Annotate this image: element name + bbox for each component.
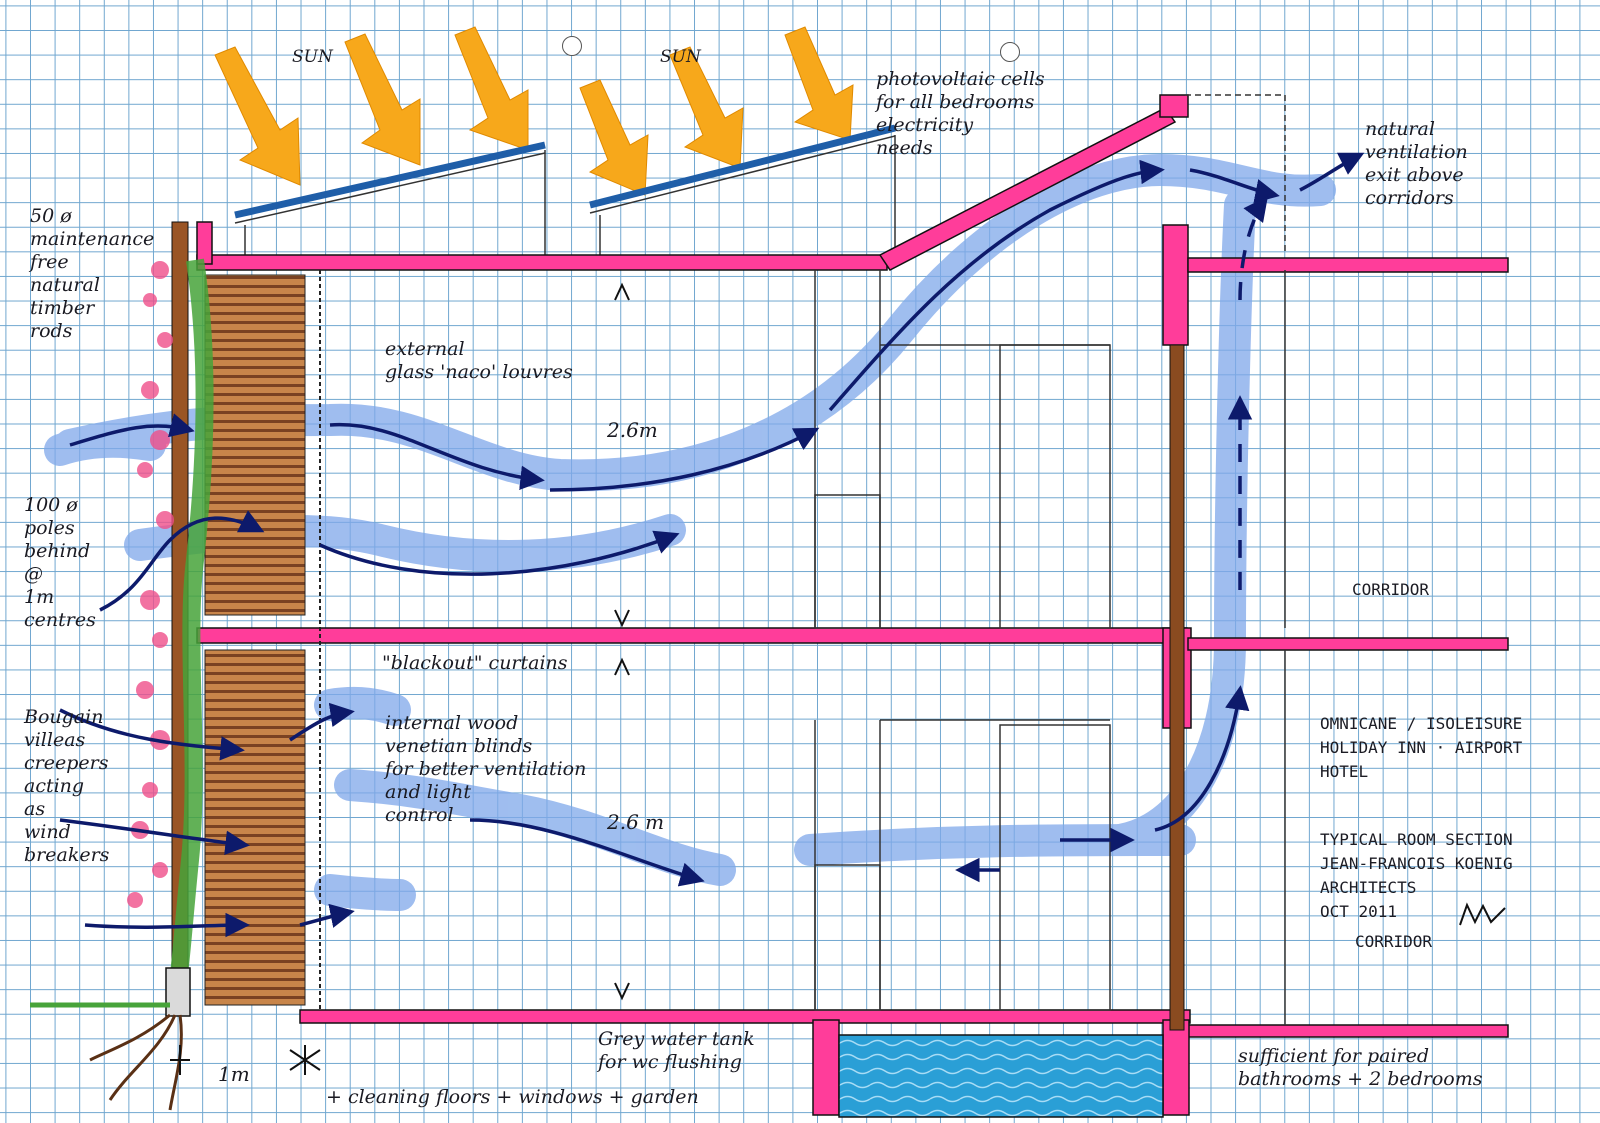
dimension-marks: [170, 282, 630, 1075]
tank-wall-right: [1162, 1019, 1190, 1116]
sun-ray-arrow: [344, 33, 421, 166]
poles-note: 100 ø poles behind @ 1m centres: [24, 494, 96, 631]
roof-slab: [196, 254, 888, 271]
sun-ray-arrow: [784, 26, 854, 141]
screen-width-dimension: 1m: [218, 1062, 250, 1086]
blackout-curtains-note: "blackout" curtains: [382, 652, 568, 674]
flow-arrow: [99, 510, 265, 612]
sun-rays: [214, 26, 854, 196]
upper-room-height: 2.6m: [607, 418, 658, 442]
wood-louvres-lower: [204, 649, 306, 1006]
corridor-ground-slab: [1187, 1024, 1509, 1038]
sun-label: SUN: [292, 47, 333, 67]
creeper-roots: [89, 1013, 183, 1111]
wardrobe-upper: [999, 344, 1111, 629]
flow-arrow: [1154, 685, 1250, 832]
flow-arrow: [1299, 152, 1365, 192]
natural-ventilation-note: natural ventilation exit above corridors: [1365, 118, 1468, 209]
wood-louvres-upper: [204, 274, 306, 616]
sun-ray-arrow: [579, 79, 649, 196]
concrete-structure: [196, 94, 1509, 1116]
flow-arrow: [549, 427, 820, 492]
flow-arrow: [299, 903, 355, 928]
first-floor-slab: [196, 627, 1188, 644]
title-block-client: OMNICANE / ISOLEISURE HOLIDAY INN · AIRP…: [1320, 714, 1523, 781]
wc-lower: [814, 864, 881, 1011]
architect-signature-mark: [1459, 902, 1506, 926]
sun-ray-arrow: [214, 46, 301, 186]
flow-arrow: [828, 159, 1165, 412]
flow-arrow: [329, 422, 545, 491]
facade-screen: [30, 221, 321, 1111]
flow-arrow: [1189, 168, 1280, 204]
corridor-column: [1169, 344, 1185, 1031]
roof-parapet: [1159, 94, 1189, 118]
bougainvillea-note: Bougain villeas creepers acting as wind …: [24, 706, 110, 866]
wc-upper: [814, 494, 881, 629]
flow-arrow: [319, 530, 680, 576]
binder-hole: [1000, 42, 1020, 62]
ground-slab: [299, 1009, 1191, 1024]
corridor-floor-slab: [1187, 637, 1509, 651]
lower-room-height: 2.6 m: [607, 810, 665, 834]
wardrobe-lower: [999, 724, 1111, 1011]
grey-water-note: Grey water tank for wc flushing: [598, 1028, 755, 1073]
flow-arrow: [59, 708, 245, 761]
venetian-blinds-note: internal wood venetian blinds for better…: [385, 712, 587, 826]
title-block-drawing: TYPICAL ROOM SECTION JEAN-FRANCOIS KOENI…: [1320, 830, 1513, 921]
photovoltaic-panels: [234, 124, 896, 255]
flow-arrow: [469, 818, 705, 887]
flow-arrow: [1238, 196, 1268, 301]
corridor-wall-upper: [1162, 224, 1189, 346]
corridor-roof-slab: [1187, 257, 1509, 273]
binder-hole: [562, 36, 582, 56]
grey-water-tank: [838, 1034, 1164, 1118]
glass-louvres-note: external glass 'naco' louvres: [385, 338, 573, 383]
corridor-label-upper: CORRIDOR: [1352, 580, 1430, 599]
flow-arrow: [84, 912, 250, 938]
roof-upstand: [196, 221, 213, 265]
tank-capacity-note: sufficient for paired bathrooms + 2 bedr…: [1238, 1045, 1483, 1090]
corridor-label-lower: CORRIDOR: [1355, 932, 1433, 951]
ventilation-arrows: [59, 152, 1365, 938]
flow-arrow: [289, 702, 355, 742]
flow-arrow: [59, 818, 250, 856]
photovoltaic-note: photovoltaic cells for all bedrooms elec…: [876, 68, 1045, 159]
timber-rods-note: 50 ø maintenance free natural timber rod…: [30, 205, 155, 342]
tank-wall-left: [812, 1019, 840, 1116]
sun-ray-arrow: [669, 46, 744, 169]
sloped-roof: [878, 107, 1177, 271]
pole-footing: [165, 967, 191, 1017]
bougainvillea-flowers: [127, 261, 174, 908]
grey-water-uses-note: + cleaning floors + windows + garden: [326, 1086, 699, 1108]
flow-arrow: [69, 413, 195, 447]
sun-ray-arrow: [454, 26, 529, 151]
sun-label: SUN: [660, 47, 701, 67]
